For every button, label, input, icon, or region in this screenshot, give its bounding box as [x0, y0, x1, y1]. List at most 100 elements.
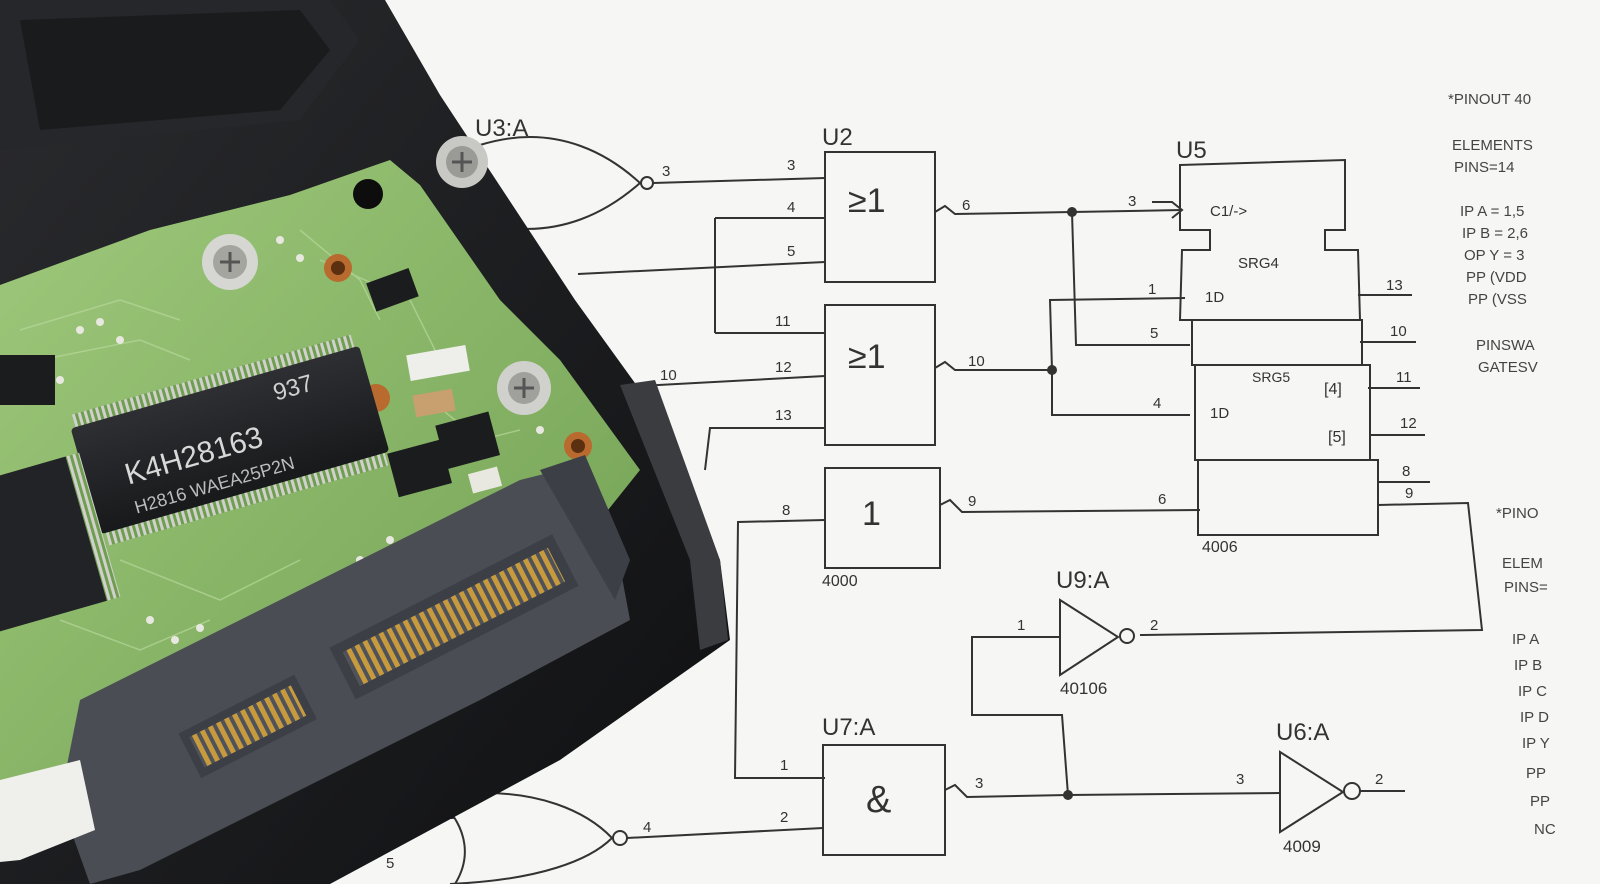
pinout-notes-top: *PINOUT 40 ELEMENTS PINS=14 IP A = 1,5 I… [1448, 91, 1538, 376]
junction-3 [1063, 790, 1073, 800]
drive-label-sticker [0, 760, 95, 862]
pin-label: 3 [975, 775, 983, 792]
pin-label: 12 [775, 359, 792, 376]
note-line: PP (VDD [1466, 269, 1527, 286]
wire-to-u5-pin4 [1051, 370, 1190, 416]
pin-label: 6 [962, 197, 970, 214]
pin-label: 3 [1128, 193, 1136, 210]
note-line: *PINO [1496, 505, 1539, 522]
chip-body [71, 346, 389, 534]
pin-label: 2 [1150, 617, 1158, 634]
sata-data-pins [178, 674, 317, 779]
wire-u7-out3 [944, 783, 1281, 799]
note-line: PP [1530, 793, 1550, 810]
pin-label: 9 [1405, 485, 1413, 502]
note-line: ELEM [1502, 555, 1543, 572]
screw-top [436, 136, 488, 188]
note-line: PINS=14 [1454, 159, 1514, 176]
note-line: IP C [1518, 683, 1547, 700]
controller-chip [0, 452, 121, 643]
pin-label: 13 [775, 407, 792, 424]
buffer-gate-4000 [824, 467, 941, 569]
note-line: ELEMENTS [1452, 137, 1533, 154]
note-line: PINS= [1504, 579, 1548, 596]
label-u3a: U3:A [475, 115, 528, 142]
copper-pad-hole [331, 261, 345, 275]
pin-label: 5 [386, 855, 394, 872]
pin-label: 9 [968, 493, 976, 510]
pin-label: 5 [787, 243, 795, 260]
u5-bracket5: [5] [1328, 429, 1346, 446]
u5-bracket4: [4] [1324, 381, 1342, 398]
note-line: IP B [1514, 657, 1542, 674]
wire-buffer-out9 [939, 498, 1201, 514]
pin-label: 8 [1402, 463, 1410, 480]
pin-label: 1 [1017, 617, 1025, 634]
label-u9a: U9:A [1056, 567, 1109, 594]
u5-clock-marker [1152, 201, 1184, 219]
pin-label: 1 [780, 757, 788, 774]
note-line: IP Y [1522, 735, 1550, 752]
label-u5: U5 [1176, 137, 1207, 164]
pin-label: 2 [1375, 771, 1383, 788]
pin-label: 4 [643, 819, 651, 836]
pin-label: 1 [1148, 281, 1156, 298]
pin-label: 10 [660, 367, 677, 384]
chassis-hole [353, 179, 383, 209]
pin-label: 3 [1236, 771, 1244, 788]
screw-middle [202, 234, 258, 290]
sata-power-pins [329, 534, 579, 700]
pin-label: 3 [662, 163, 670, 180]
pin-label: 6 [1158, 491, 1166, 508]
u5-1d-top: 1D [1205, 289, 1224, 306]
wire-to-u5-pin5 [1071, 211, 1190, 346]
label-u6a: U6:A [1276, 719, 1329, 746]
or1-symbol: ≥1 [848, 182, 886, 220]
part-4009: 4009 [1283, 837, 1321, 856]
u5-1d-bottom: 1D [1210, 405, 1229, 422]
connector-latch [540, 455, 630, 600]
note-line: PINSWA [1476, 337, 1535, 354]
note-line: IP D [1520, 709, 1549, 726]
part-4000: 4000 [822, 573, 858, 590]
wire-u5-out9-loop [1139, 501, 1484, 636]
pin-label: 13 [1386, 277, 1403, 294]
u6a-inverter [1279, 750, 1345, 834]
note-line: NC [1534, 821, 1556, 838]
u5-lower-block [1197, 459, 1379, 536]
wire-u2-pin13 [704, 427, 825, 471]
drive-side-edge [620, 380, 728, 650]
drive-recess [20, 10, 330, 130]
u5-c1-label: C1/-> [1210, 203, 1247, 220]
note-line: PP (VSS [1468, 291, 1527, 308]
note-line: IP A [1512, 631, 1539, 648]
wire-bottom-to-u7 [626, 827, 824, 839]
wire-to-u5-pin1 [1048, 297, 1186, 371]
label-u7a: U7:A [822, 714, 875, 741]
u5-srg4-label: SRG4 [1238, 255, 1279, 272]
note-line: PP [1526, 765, 1546, 782]
pin-label: 12 [1400, 415, 1417, 432]
and-symbol: & [866, 779, 891, 821]
note-line: IP A = 1,5 [1460, 203, 1524, 220]
pin-label: 3 [787, 157, 795, 174]
schematic [370, 136, 1484, 884]
hard-drive: K4H28163 H2816 WAEA25P2N 937 [0, 0, 730, 884]
part-40106: 40106 [1060, 679, 1107, 698]
pin-numbers: 3 3 4 5 6 11 12 13 10 10 8 9 3 1 5 4 6 1… [386, 157, 1417, 872]
pin-label: 8 [782, 502, 790, 519]
chip-legs-bottom [104, 450, 389, 546]
pin-label: 10 [1390, 323, 1407, 340]
wire-u9-input-loop [971, 636, 1069, 796]
pin-label: 4 [1153, 395, 1161, 412]
pin-label: 11 [1396, 369, 1412, 386]
u2-or-gate-2 [824, 304, 936, 446]
wire-u3-to-u2 [652, 177, 826, 184]
or2-symbol: ≥1 [848, 338, 886, 376]
smd-components [0, 268, 503, 498]
pin-label: 2 [780, 809, 788, 826]
note-line: *PINOUT 40 [1448, 91, 1531, 108]
wire-buffer-in8 [733, 519, 826, 779]
part-4006: 4006 [1202, 539, 1238, 556]
